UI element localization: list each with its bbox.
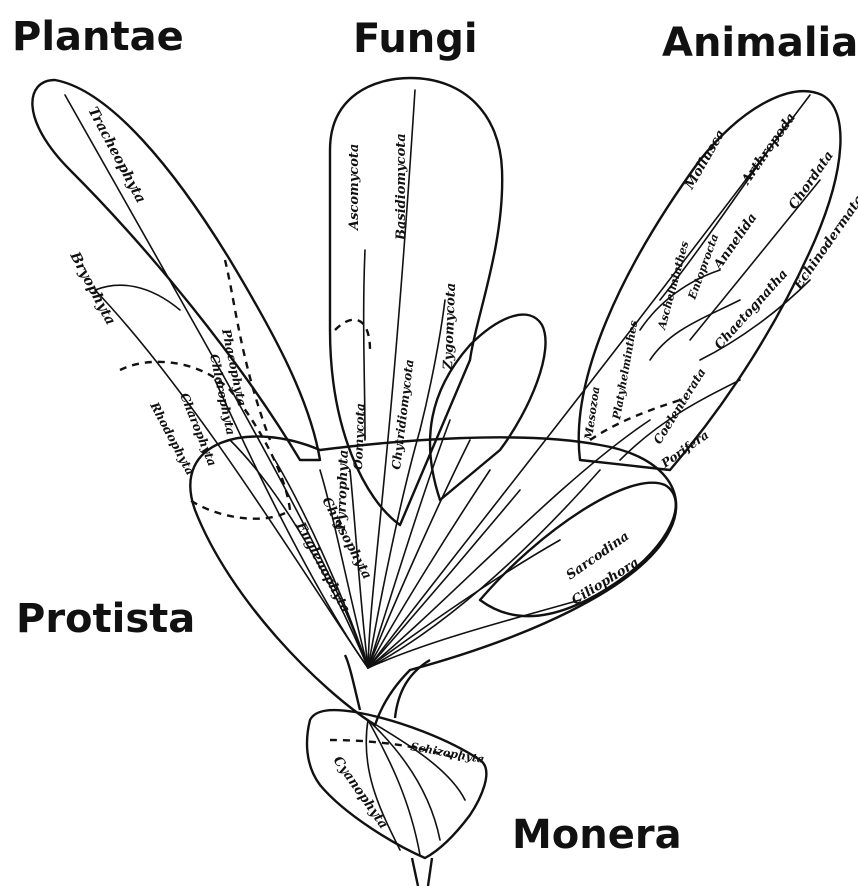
fungi-protista-boundary: [335, 320, 370, 350]
taxon-basidiomycota: Basidiomycota: [394, 133, 409, 241]
stem: [412, 858, 432, 886]
taxon-tracheophyta: Tracheophyta: [84, 104, 148, 205]
kingdom-label-monera: Monera: [512, 812, 682, 858]
taxon-pyrrophyta: Pyrrophyta: [334, 449, 352, 531]
taxon-platyhelminthes: Platyhelminthes: [610, 319, 640, 421]
kingdom-label-protista: Protista: [16, 596, 195, 642]
kingdom-label-plantae: Plantae: [12, 14, 184, 60]
taxon-bryophyta: Bryophyta: [66, 248, 118, 327]
taxon-ascomycota: Ascomycota: [347, 144, 362, 232]
kingdom-label-fungi: Fungi: [353, 16, 478, 62]
taxon-arthropoda: Arthropoda: [738, 111, 799, 189]
taxon-schizophyta: Schizophyta: [409, 740, 485, 766]
kingdom-label-animalia: Animalia: [662, 20, 858, 66]
taxon-chaetognatha: Chaetognatha: [712, 267, 791, 353]
taxon-mesozoa: Mesozoa: [582, 386, 602, 442]
monera-lobe: [307, 710, 486, 858]
taxon-mollusca: Mollusca: [682, 127, 729, 193]
taxon-zygomycota: Zygomycota: [441, 283, 459, 372]
stem-neck: [345, 655, 430, 718]
taxon-oomycota: Oomycota: [351, 403, 367, 470]
